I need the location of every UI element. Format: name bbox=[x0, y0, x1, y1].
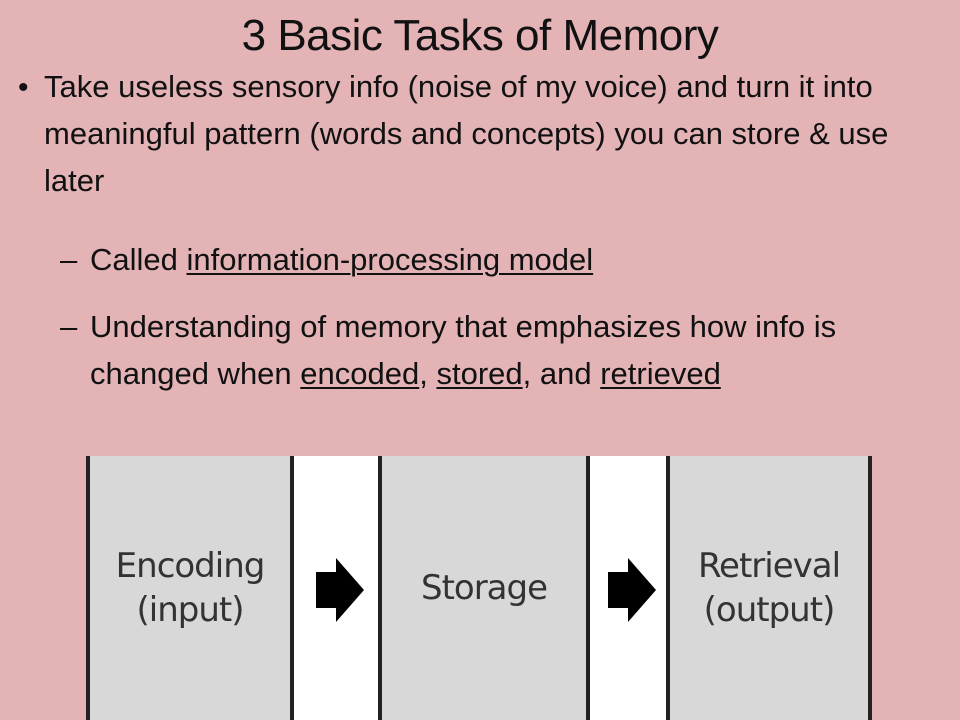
term-encoded: encoded bbox=[300, 356, 420, 391]
sub-bullet-2: Understanding of memory that emphasizes … bbox=[90, 303, 930, 397]
sub-bullet-1: Called information-processing model bbox=[90, 236, 930, 283]
retrieval-sublabel: (output) bbox=[703, 590, 836, 630]
right-arrow-icon bbox=[316, 558, 364, 622]
encoding-box: Encoding (input) bbox=[86, 456, 294, 720]
sub-bullet-marker-1: – bbox=[60, 242, 78, 277]
sub-bullet-1-prefix: Called bbox=[90, 242, 187, 277]
sub-bullet-marker-2: – bbox=[60, 309, 78, 344]
sub-bullet-2-text-1: Understanding of memory that emphasizes … bbox=[90, 309, 837, 391]
encoding-label: Encoding bbox=[115, 546, 266, 586]
slide-title: 3 Basic Tasks of Memory bbox=[241, 11, 719, 60]
term-retrieved: retrieved bbox=[600, 356, 721, 391]
right-arrow-icon bbox=[608, 558, 656, 622]
sub-bullet-2-text-2: , bbox=[419, 356, 437, 391]
sub-bullet-2-text-3: , and bbox=[522, 356, 601, 391]
retrieval-label: Retrieval bbox=[697, 546, 841, 586]
storage-label: Storage bbox=[420, 568, 548, 608]
retrieval-box: Retrieval (output) bbox=[666, 456, 872, 720]
term-information-processing-model: information-processing model bbox=[186, 242, 594, 277]
main-bullet-text: Take useless sensory info (noise of my v… bbox=[44, 69, 889, 198]
storage-box: Storage bbox=[378, 456, 590, 720]
bullet-marker: • bbox=[18, 71, 29, 104]
memory-process-diagram: Encoding (input) Storage Retrieval (outp… bbox=[86, 456, 872, 720]
encoding-sublabel: (input) bbox=[136, 590, 245, 630]
term-stored: stored bbox=[436, 356, 523, 391]
